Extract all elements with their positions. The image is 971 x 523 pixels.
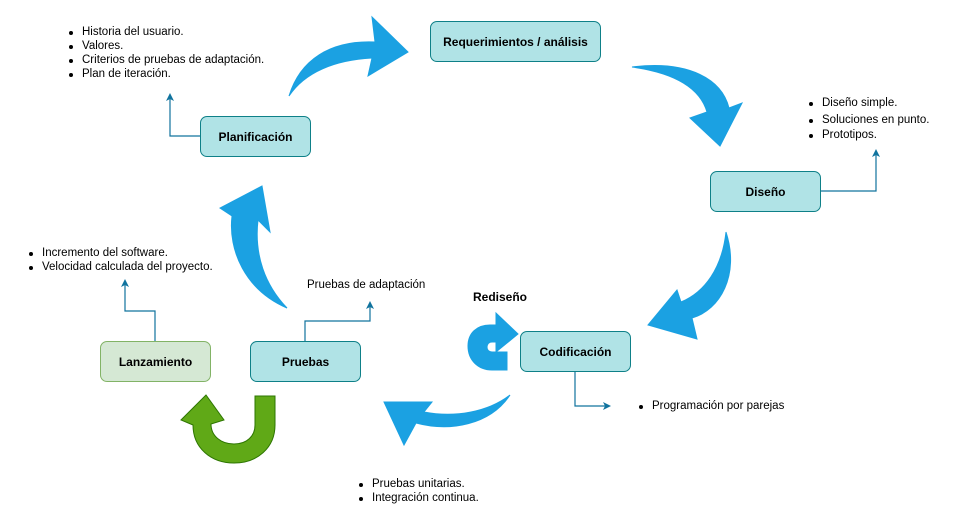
note-item: Historia del usuario. — [64, 25, 264, 39]
planning-notes: Historia del usuario. Valores. Criterios… — [64, 25, 264, 81]
cycle-arrow-coding-to-testing — [383, 394, 511, 447]
connector-planning-notes — [166, 93, 200, 137]
cycle-arrow-requirements-to-design — [631, 65, 744, 147]
node-coding[interactable]: Codificación — [520, 331, 631, 372]
connector-design-notes — [821, 149, 880, 192]
coding-notes: Programación por parejas — [634, 399, 784, 413]
note-item: Incremento del software. — [24, 246, 213, 260]
note-item: Diseño simple. — [804, 96, 929, 111]
node-planning[interactable]: Planificación — [200, 116, 311, 157]
node-label: Planificación — [218, 129, 293, 144]
note-item: Soluciones en punto. — [804, 113, 929, 128]
note-item: Integración continua. — [354, 491, 479, 505]
note-item: Plan de iteración. — [64, 67, 264, 81]
redesign-label: Rediseño — [473, 290, 528, 304]
design-notes: Diseño simple. Soluciones en punto. Prot… — [804, 96, 929, 143]
cycle-arrow-testing-to-planning — [219, 185, 288, 309]
node-label: Lanzamiento — [118, 354, 193, 369]
cycle-arrow-planning-to-requirements — [288, 15, 409, 97]
node-label: Requerimientos / análisis — [443, 34, 588, 49]
note-item: Velocidad calculada del proyecto. — [24, 260, 213, 274]
note-item: Prototipos. — [804, 128, 929, 143]
node-design[interactable]: Diseño — [710, 171, 821, 212]
unit-test-notes: Pruebas unitarias. Integración continua. — [354, 477, 479, 505]
cycle-arrow-design-to-coding — [647, 231, 731, 340]
node-label: Codificación — [539, 344, 612, 359]
redesign-loop-arrow — [467, 311, 519, 371]
release-notes: Incremento del software. Velocidad calcu… — [24, 246, 213, 274]
testing-note: Pruebas de adaptación — [307, 279, 426, 291]
connector-release-notes — [121, 279, 156, 341]
release-loop-arrow — [180, 394, 276, 464]
node-label: Diseño — [745, 184, 786, 199]
node-requirements[interactable]: Requerimientos / análisis — [430, 21, 601, 62]
node-release[interactable]: Lanzamiento — [100, 341, 211, 382]
node-label: Pruebas — [281, 354, 330, 369]
connector-testing-notes — [304, 301, 374, 341]
note-item: Programación por parejas — [634, 399, 784, 413]
connector-coding-notes — [574, 371, 611, 410]
note-item: Criterios de pruebas de adaptación. — [64, 53, 264, 67]
node-testing[interactable]: Pruebas — [250, 341, 361, 382]
note-item: Valores. — [64, 39, 264, 53]
note-item: Pruebas unitarias. — [354, 477, 479, 491]
